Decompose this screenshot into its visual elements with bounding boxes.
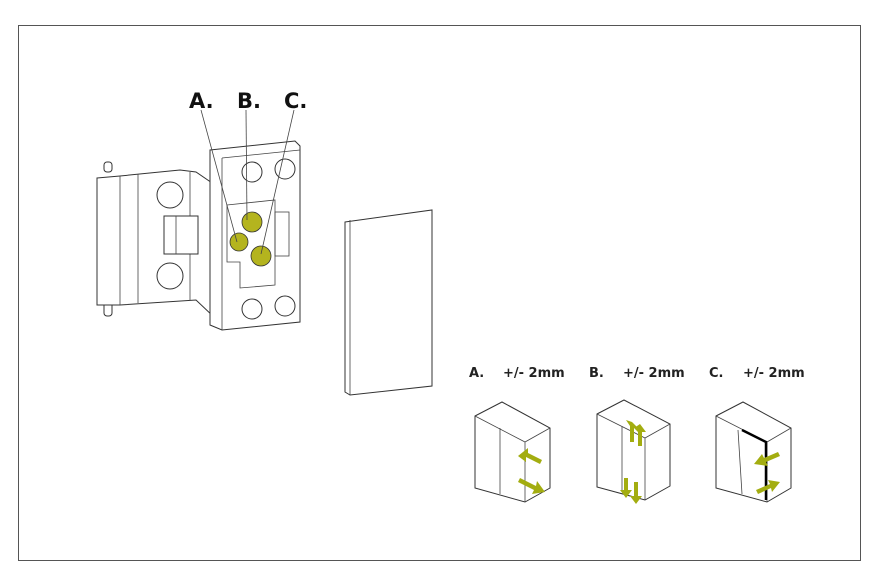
svg-text:+/- 2mm: +/- 2mm [503, 366, 565, 381]
leader-a [200, 109, 238, 243]
callout-a: A. [189, 89, 214, 113]
screw-b [241, 211, 263, 233]
svg-text:A.: A. [469, 366, 484, 381]
svg-text:C.: C. [709, 366, 723, 381]
svg-text:+/- 2mm: +/- 2mm [623, 366, 685, 381]
callout-b: B. [237, 89, 261, 113]
callout-c: C. [284, 89, 307, 113]
cube-c-depth [715, 401, 792, 503]
cover-cap [344, 209, 433, 396]
frame-border [18, 25, 861, 561]
adjustment-screws [229, 211, 272, 267]
cube-b-vertical [596, 399, 671, 504]
hinge-leaf [96, 161, 216, 320]
hinge-plate [209, 140, 301, 331]
adjustment-labels: A. +/- 2mm B. +/- 2mm C. +/- 2mm [469, 366, 805, 381]
svg-text:+/- 2mm: +/- 2mm [743, 366, 805, 381]
screw-c [250, 245, 272, 267]
screw-a [229, 232, 249, 252]
cube-a-lateral [474, 401, 551, 503]
svg-text:B.: B. [589, 366, 604, 381]
